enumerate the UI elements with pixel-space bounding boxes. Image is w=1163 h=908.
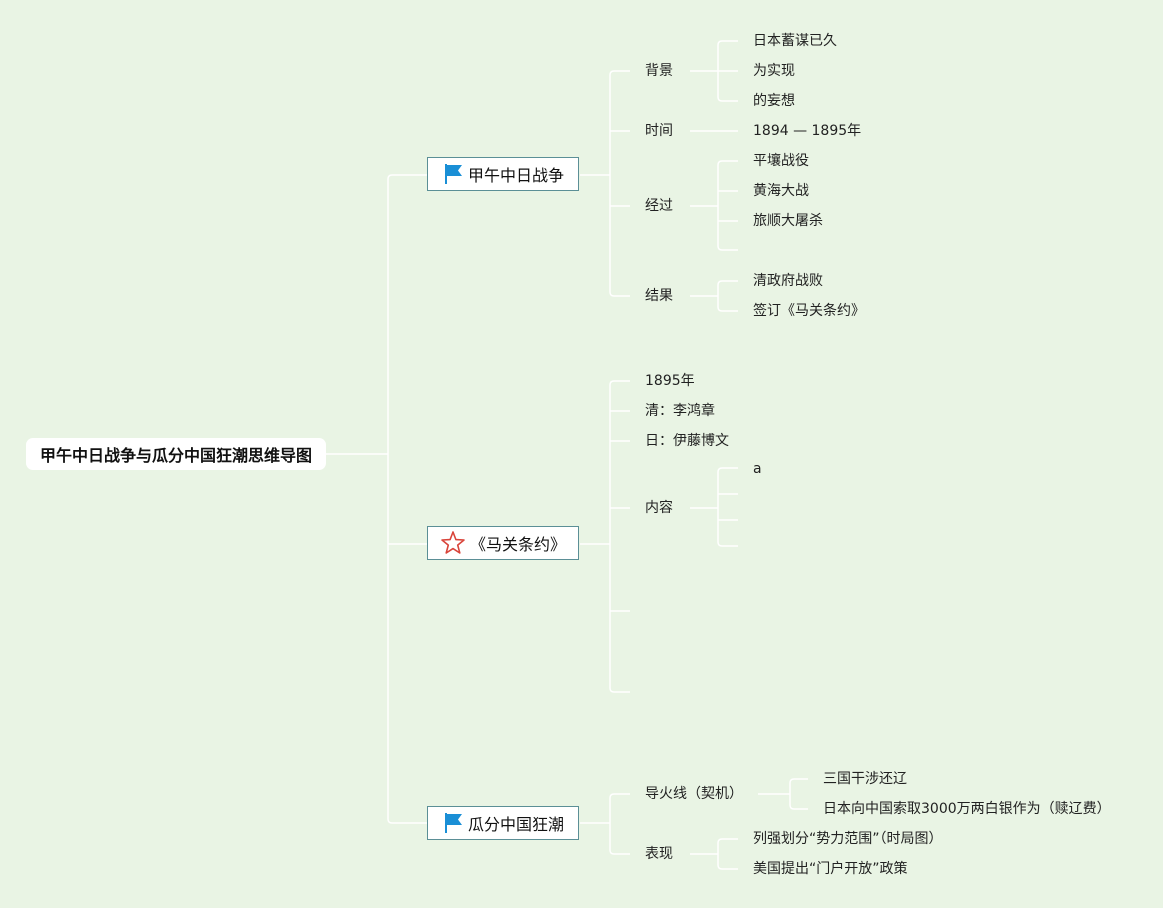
trigger-connector-branch bbox=[789, 778, 808, 784]
subtopic-result[interactable]: 结果 bbox=[645, 288, 673, 304]
result-connector-branch bbox=[717, 280, 738, 286]
root-label: 甲午中日战争与瓜分中国狂潮思维导图 bbox=[39, 446, 312, 465]
leaf-process-2[interactable]: 黄海大战 bbox=[753, 183, 809, 199]
flag-icon bbox=[444, 164, 462, 184]
topic1-connector-branch bbox=[609, 291, 630, 297]
content-connector-branch bbox=[717, 541, 738, 547]
manifestation-connector-branch bbox=[717, 838, 738, 844]
subtopic-qing-rep[interactable]: 清：李鸿章 bbox=[645, 403, 715, 419]
root-connector-branch bbox=[387, 818, 427, 824]
topic2-connector-branch bbox=[609, 687, 630, 693]
manifestation-connector-branch bbox=[717, 864, 738, 870]
subtopic-year[interactable]: 1895年 bbox=[645, 373, 695, 389]
topic-label: 《马关条约》 bbox=[469, 535, 566, 554]
process-connector-branch bbox=[717, 160, 738, 166]
leaf-manifestation-1[interactable]: 列强划分“势力范围”（时局图） bbox=[753, 831, 943, 847]
background-connector-branch bbox=[717, 96, 738, 102]
subtopic-time[interactable]: 时间 bbox=[645, 123, 673, 139]
subtopic-process[interactable]: 经过 bbox=[645, 198, 673, 214]
subtopic-background[interactable]: 背景 bbox=[645, 63, 673, 79]
leaf-result-2[interactable]: 签订《马关条约》 bbox=[753, 303, 865, 319]
content-connector-branch bbox=[717, 467, 738, 473]
topic-label: 瓜分中国狂潮 bbox=[467, 815, 564, 834]
topic-partition-china[interactable]: 瓜分中国狂潮 bbox=[427, 806, 579, 840]
topic-jiawu-war[interactable]: 甲午中日战争 bbox=[427, 157, 579, 191]
leaf-background-1[interactable]: 日本蓄谋已久 bbox=[753, 33, 837, 49]
root-node[interactable]: 甲午中日战争与瓜分中国狂潮思维导图 bbox=[26, 438, 326, 470]
topic3-connector-branch bbox=[609, 849, 630, 855]
flag-icon bbox=[444, 813, 462, 833]
leaf-process-3[interactable]: 旅顺大屠杀 bbox=[753, 213, 823, 229]
topic3-connector-branch bbox=[609, 793, 630, 799]
subtopic-trigger[interactable]: 导火线（契机） bbox=[645, 786, 743, 802]
root-connector-branch bbox=[387, 174, 427, 180]
topic-treaty-shimonoseki[interactable]: 《马关条约》 bbox=[427, 526, 579, 560]
star-icon bbox=[441, 531, 465, 554]
leaf-time-1[interactable]: 1894 — 1895年 bbox=[753, 123, 862, 139]
leaf-background-2[interactable]: 为实现 bbox=[753, 63, 795, 79]
leaf-manifestation-2[interactable]: 美国提出“门户开放”政策 bbox=[753, 861, 908, 877]
trigger-connector-branch bbox=[789, 804, 808, 810]
leaf-process-1[interactable]: 平壤战役 bbox=[753, 153, 809, 169]
topic2-connector-branch bbox=[609, 380, 630, 386]
subtopic-manifestation[interactable]: 表现 bbox=[645, 846, 673, 862]
result-connector-branch bbox=[717, 306, 738, 312]
subtopic-japan-rep[interactable]: 日：伊藤博文 bbox=[645, 433, 729, 449]
topic-label: 甲午中日战争 bbox=[467, 166, 564, 185]
topic1-connector-branch bbox=[609, 70, 630, 76]
leaf-result-1[interactable]: 清政府战败 bbox=[753, 273, 823, 289]
leaf-content-1[interactable]: a bbox=[753, 461, 762, 477]
subtopic-content[interactable]: 内容 bbox=[645, 500, 673, 516]
background-connector-branch bbox=[717, 40, 738, 46]
leaf-trigger-1[interactable]: 三国干涉还辽 bbox=[823, 771, 907, 787]
process-connector-branch bbox=[717, 245, 738, 251]
leaf-trigger-2[interactable]: 日本向中国索取3000万两白银作为（赎辽费） bbox=[823, 801, 1111, 817]
leaf-background-3[interactable]: 的妄想 bbox=[753, 93, 795, 109]
